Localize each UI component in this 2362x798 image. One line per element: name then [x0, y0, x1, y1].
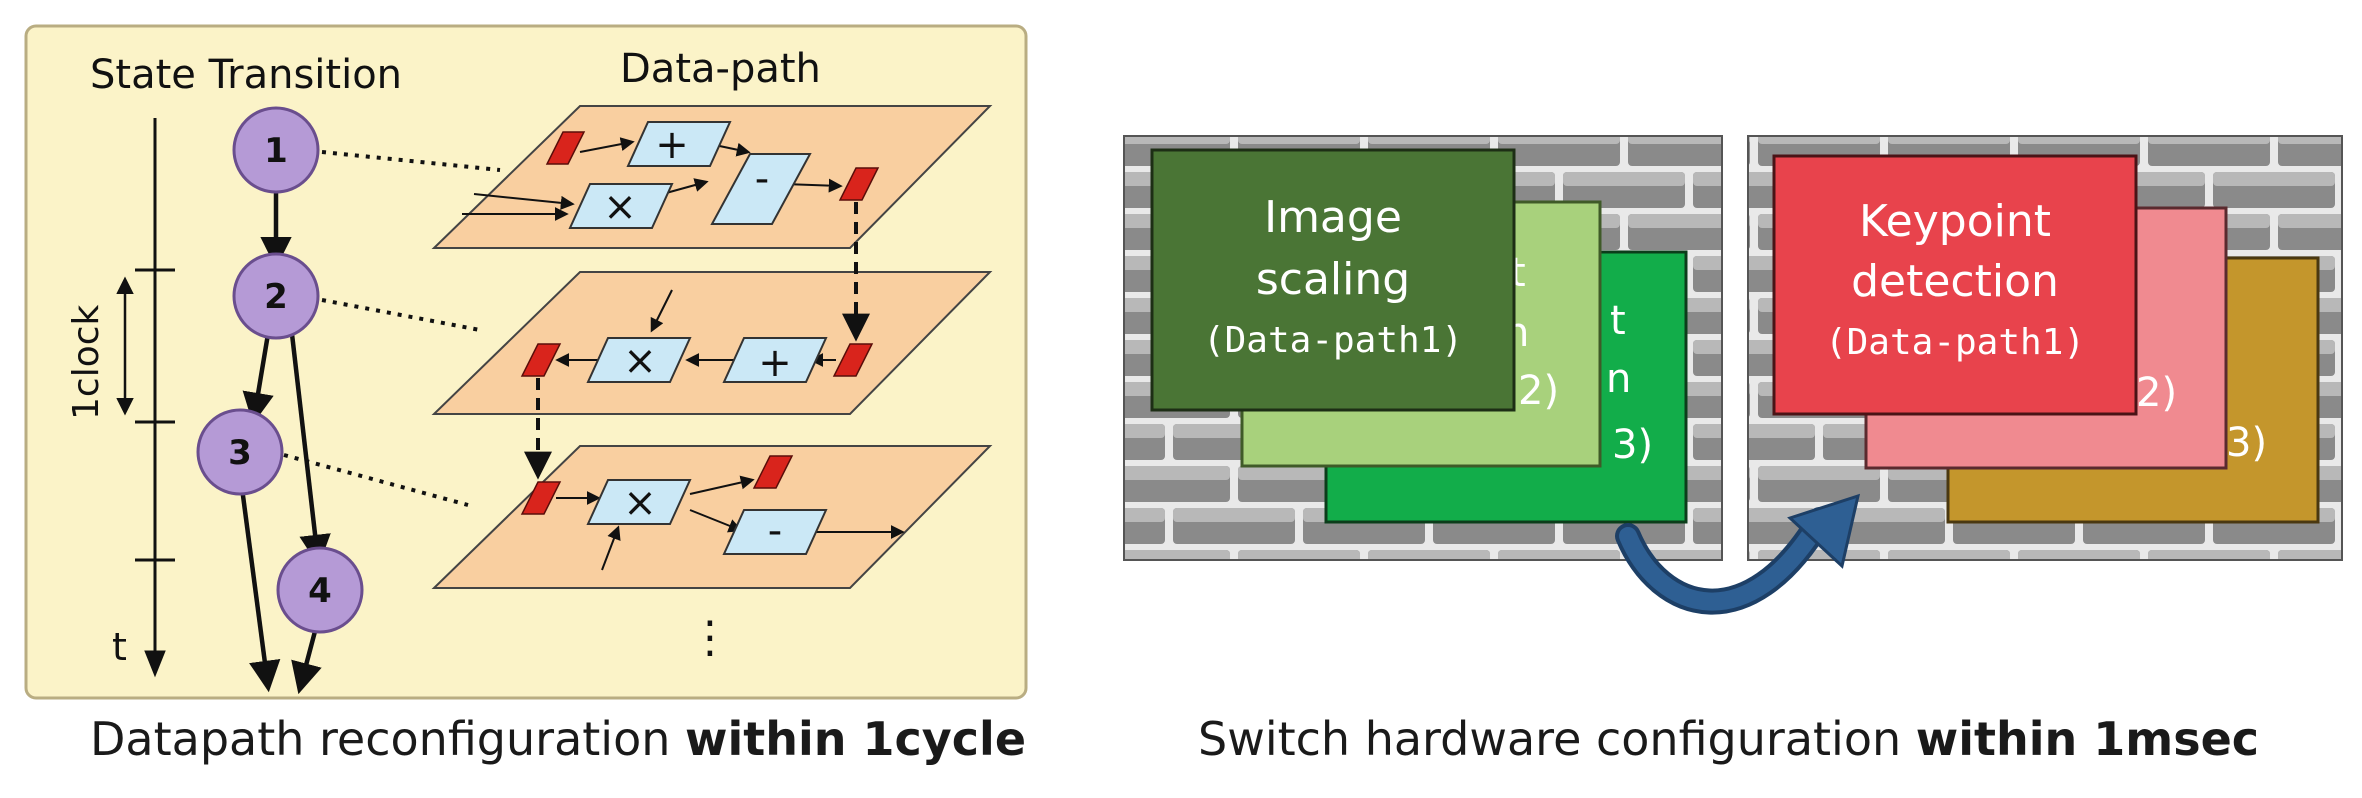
op-mul-1	[568, 183, 674, 229]
datapath-layer-1: + × -	[431, 105, 993, 249]
config2-front-line2: detection	[1851, 256, 2059, 307]
config1-front-card	[1150, 148, 1516, 412]
register-2b	[832, 343, 874, 377]
op-add-2	[722, 337, 828, 383]
register-3a	[520, 481, 562, 515]
config2-back-frag: 3)	[2226, 420, 2267, 466]
state-3: 3	[196, 408, 284, 496]
op-add-1	[626, 121, 732, 167]
register-1b	[838, 167, 880, 201]
op-sub-3-label: -	[768, 508, 782, 554]
more-layers-ellipsis: ⋮	[688, 612, 732, 663]
state-edges	[239, 192, 331, 695]
state-4-label: 4	[308, 571, 332, 611]
left-caption-emphasis: within 1cycle	[685, 712, 1027, 766]
op-mul-3-label: ×	[623, 480, 657, 526]
hardware-config-2: 3) 2) Keypoint detection (Data-path1)	[1747, 135, 2343, 561]
op-sub-3	[722, 509, 828, 555]
switch-arrow	[1615, 493, 1861, 615]
config1-front-line3: (Data-path1)	[1203, 320, 1463, 361]
state-1-label: 1	[264, 131, 288, 171]
right-caption-emphasis: within 1msec	[1915, 712, 2260, 766]
datapath-heading: Data-path	[620, 46, 821, 92]
config2-front-line1: Keypoint	[1859, 196, 2051, 247]
state-3-label: 3	[228, 433, 252, 473]
register-transfers	[524, 202, 870, 480]
register-1a	[545, 131, 586, 165]
state-1: 1	[232, 106, 320, 194]
config1-back-frag-c: 3)	[1612, 422, 1653, 468]
state-2: 2	[232, 252, 320, 340]
datapath-layer-3: × -	[431, 445, 993, 589]
op-sub-1	[710, 153, 812, 225]
hardware-config-1: t n 3) t n 2) Image scaling (Data-path1)	[1123, 135, 1723, 561]
time-label: t	[112, 625, 127, 669]
register-3b	[752, 455, 794, 489]
config2-front-line3: (Data-path1)	[1825, 322, 2085, 363]
datapath-layer-2: × +	[431, 271, 993, 415]
op-mul-3	[586, 479, 692, 525]
right-caption: Switch hardware configuration within 1ms…	[1198, 712, 2260, 766]
state-layer-links	[283, 150, 501, 507]
time-axis	[135, 118, 175, 678]
state-transition-heading: State Transition	[90, 52, 402, 98]
op-mul-1-label: ×	[603, 184, 637, 230]
config1-front-line1: Image	[1264, 192, 1402, 243]
config1-mid-frag-c: 2)	[1518, 368, 1559, 414]
op-mul-2-label: ×	[623, 338, 657, 384]
config2-front-card	[1772, 154, 2138, 416]
op-sub-1-label: -	[755, 156, 769, 202]
op-add-1-label: +	[655, 122, 689, 168]
register-2a	[520, 343, 562, 377]
clock-label: 1clock	[66, 304, 107, 420]
state-2-label: 2	[264, 277, 288, 317]
op-add-2-label: +	[758, 340, 792, 386]
left-caption: Datapath reconfiguration within 1cycle	[90, 712, 1027, 766]
config1-back-frag-b: n	[1606, 356, 1631, 402]
op-mul-2	[586, 337, 692, 383]
state-transition-panel: State Transition Data-path t 1clock	[24, 24, 1028, 700]
config2-mid-frag: 2)	[2136, 370, 2177, 416]
config1-back-frag-a: t	[1610, 298, 1626, 344]
state-4: 4	[276, 546, 364, 634]
config1-front-line2: scaling	[1256, 254, 1410, 305]
